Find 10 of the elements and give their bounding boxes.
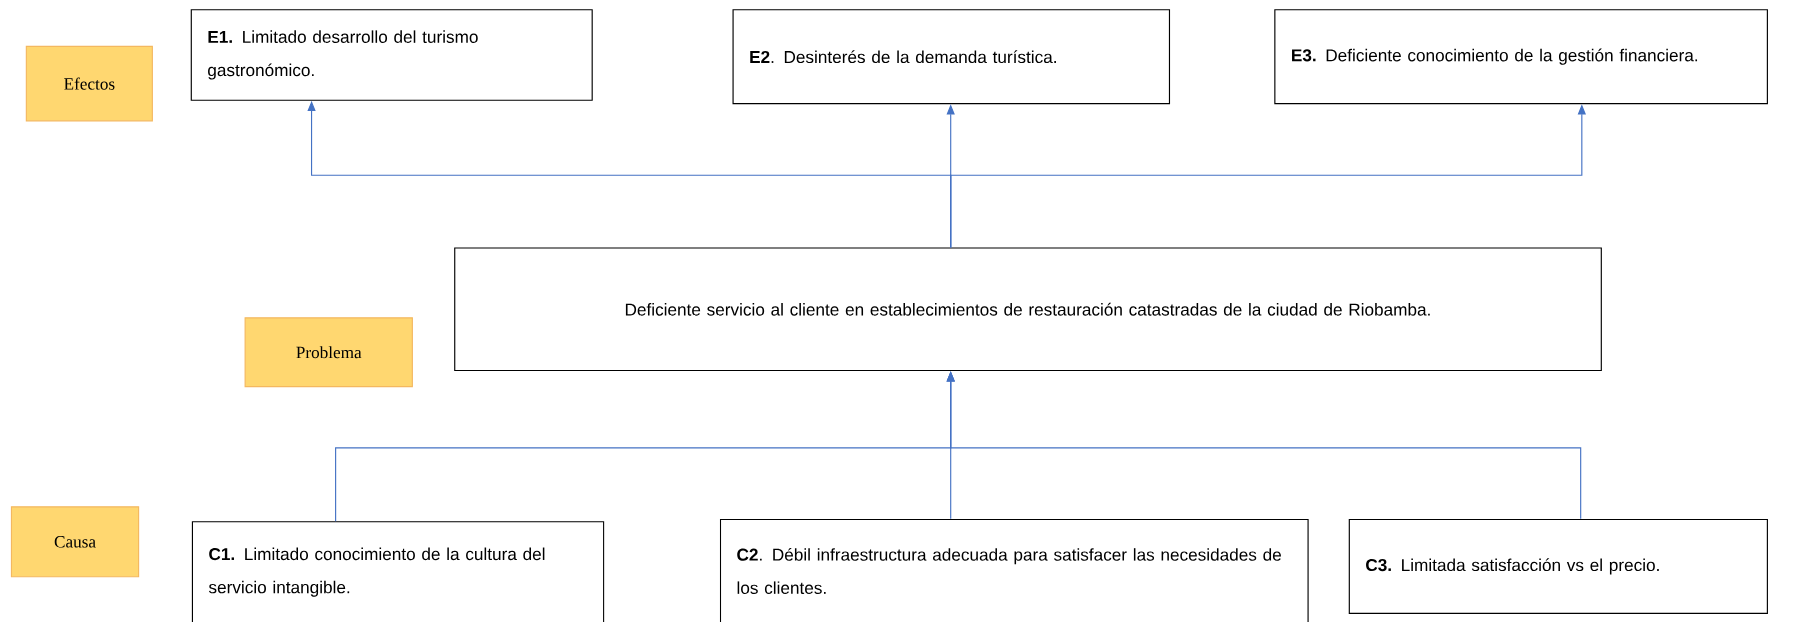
effect-box: E2. Desinterés de la demanda turística.: [732, 9, 1171, 105]
cause-box: C3. Limitada satisfacción vs el precio.: [1348, 518, 1768, 614]
section-label: Causa: [10, 506, 140, 578]
problem-box: Deficiente servicio al cliente en establecimientos de restauración catastradas de la ciudad de Riobamba.: [454, 247, 1602, 372]
cause-box: C1. Limitado conocimiento de la cultura del servicio intangible.: [191, 521, 605, 622]
section-label: Problema: [244, 317, 413, 388]
effect-box: E3. Deficiente conocimiento de la gestión financiera.: [1274, 9, 1768, 105]
cause-box: C2. Débil infraestructura adecuada para satisfacer las necesidades de los clientes.: [719, 518, 1309, 622]
effect-box: E1. Limitado desarrollo del turismo gastronómico.: [190, 9, 593, 101]
section-label: Efectos: [25, 45, 153, 122]
